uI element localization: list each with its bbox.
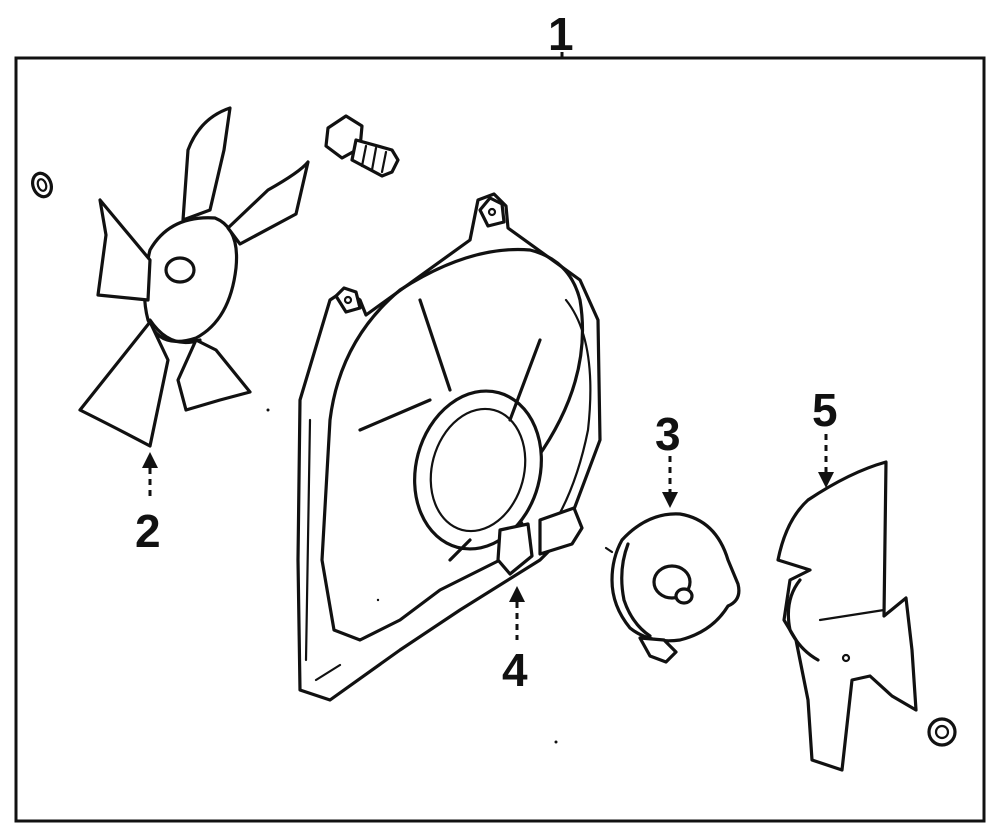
callout-3-label: 3 [655,408,681,460]
callout-4-arrow [509,586,525,602]
callout-1-group[interactable]: 1 [548,8,574,60]
callout-3-arrow [662,492,678,508]
fan-motor-icon [604,512,741,664]
diagram-frame [14,56,986,823]
callout-2-label: 2 [135,505,161,557]
speck [376,598,380,602]
speck [554,740,558,744]
bolt-icon [324,114,400,178]
speck [266,408,270,412]
callout-2-group[interactable]: 2 [135,452,161,557]
fan-blade-alt-icon [776,460,918,772]
callout-1-label: 1 [548,8,574,60]
nut-icon [30,171,54,199]
callout-4-group[interactable]: 4 [502,586,528,696]
shroud-icon [296,192,602,702]
callout-4-label: 4 [502,644,528,696]
callout-5-label: 5 [812,384,838,436]
fan-blade-icon [78,106,310,448]
washer-icon [927,717,957,747]
callout-3-group[interactable]: 3 [655,408,681,508]
callout-2-arrow [142,452,158,468]
callout-5-arrow [818,472,834,488]
callout-5-group[interactable]: 5 [812,384,838,488]
